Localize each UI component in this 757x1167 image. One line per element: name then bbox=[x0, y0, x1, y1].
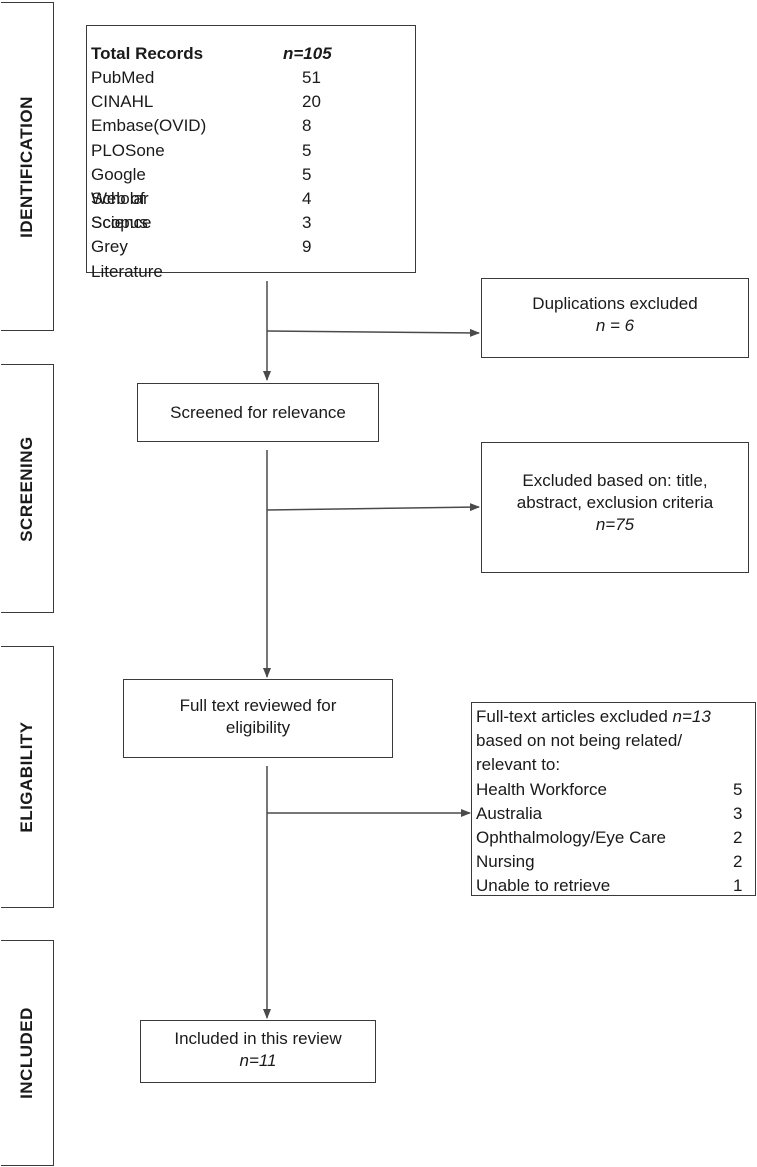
source-name: Grey Literature bbox=[91, 237, 163, 281]
phase-identification: IDENTIFICATION bbox=[1, 2, 54, 331]
source-count: 9 bbox=[302, 237, 312, 257]
phase-screening: SCREENING bbox=[1, 364, 54, 613]
duplicates-label: Duplications excluded bbox=[532, 294, 698, 313]
source-count: 4 bbox=[302, 189, 312, 208]
fulltext-excluded-box: Full-text articles excluded n=13 based o… bbox=[471, 702, 756, 896]
fulltext-line2: eligibility bbox=[225, 718, 291, 737]
phase-eligibility: ELIGABILITY bbox=[1, 646, 54, 908]
phase-included: INCLUDED bbox=[1, 940, 54, 1166]
source-count: 51 bbox=[302, 68, 321, 87]
included-box: Included in this review n=11 bbox=[140, 1020, 376, 1083]
reason-name: Australia bbox=[476, 803, 543, 823]
source-count: 8 bbox=[302, 116, 312, 136]
source-name: Web of Science bbox=[91, 189, 152, 233]
reason-name: Nursing bbox=[476, 852, 535, 872]
reason-count: 5 bbox=[733, 779, 743, 799]
duplicates-box: Duplications excluded n = 6 bbox=[481, 278, 749, 358]
source-count: 3 bbox=[302, 213, 312, 233]
source-name: CINAHL bbox=[91, 92, 154, 112]
source-name: Scopus bbox=[91, 213, 148, 233]
source-name: PLOSone bbox=[91, 140, 165, 160]
source-name: Google Scholar bbox=[91, 164, 149, 208]
source-name: PubMed bbox=[91, 68, 155, 87]
fulltext-excluded-line1: Full-text articles excluded bbox=[476, 707, 668, 726]
reason-name: Ophthalmology/Eye Care bbox=[476, 828, 666, 847]
reason-count: 2 bbox=[733, 852, 743, 872]
fulltext-line1: Full text reviewed for bbox=[179, 696, 337, 715]
fulltext-excluded-heading: Full-text articles excluded n=13 bbox=[476, 705, 711, 729]
source-count: 20 bbox=[302, 92, 321, 112]
included-label: Included in this review bbox=[174, 1029, 342, 1048]
screened-box: Screened for relevance bbox=[137, 383, 379, 442]
total-records-label: Total Records bbox=[91, 44, 204, 63]
reason-name: Health Workforce bbox=[476, 779, 608, 799]
excluded-title-box: Excluded based on: title, abstract, excl… bbox=[481, 442, 749, 573]
excluded-title-line2: abstract, exclusion criteria bbox=[516, 493, 714, 512]
included-count: n=11 bbox=[239, 1051, 277, 1070]
excluded-title-count: n=75 bbox=[595, 515, 635, 534]
reason-count: 2 bbox=[733, 828, 743, 847]
fulltext-box: Full text reviewed for eligibility bbox=[123, 679, 393, 758]
source-name: Embase(OVID) bbox=[91, 116, 207, 136]
total-records-count: n=105 bbox=[283, 44, 332, 63]
excluded-title-line1: Excluded based on: title, bbox=[522, 471, 708, 490]
fulltext-excluded-line2: based on not being related/ bbox=[476, 731, 683, 751]
reason-count: 3 bbox=[733, 803, 743, 823]
reason-name: Unable to retrieve bbox=[476, 876, 611, 896]
source-count: 5 bbox=[302, 140, 312, 160]
source-count: 5 bbox=[302, 164, 312, 184]
fulltext-excluded-count: n=13 bbox=[672, 707, 711, 726]
arrow-to-excluded-title bbox=[266, 503, 480, 512]
identification-box: Total Records n=105 PubMed 51 CINAHL 20 … bbox=[86, 25, 416, 281]
arrow-to-duplicates bbox=[266, 328, 480, 337]
screened-label: Screened for relevance bbox=[170, 403, 346, 422]
reason-count: 1 bbox=[733, 876, 743, 896]
fulltext-excluded-line3: relevant to: bbox=[476, 755, 561, 775]
duplicates-count: n = 6 bbox=[595, 316, 635, 335]
